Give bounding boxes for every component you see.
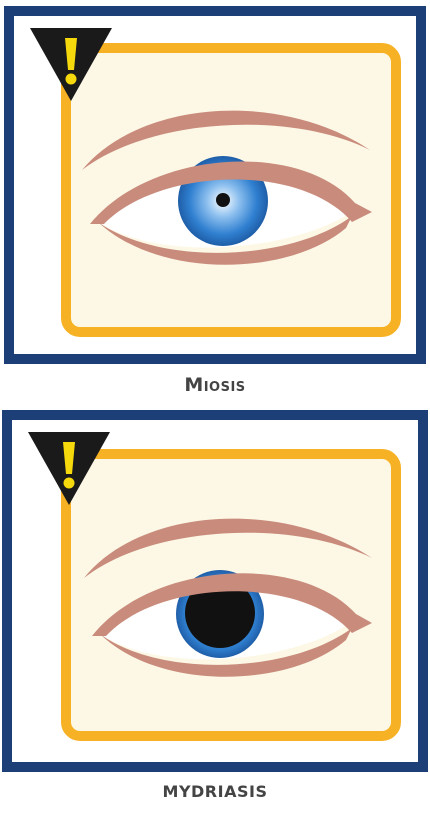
mydriasis-sign — [0, 408, 430, 774]
mydriasis-panel — [0, 408, 430, 774]
pupil-constricted — [216, 193, 230, 207]
miosis-panel — [0, 0, 430, 370]
miosis-caption: Miosis — [0, 374, 430, 396]
mydriasis-caption: MYDRIASIS — [0, 782, 430, 801]
miosis-sign — [0, 0, 430, 370]
